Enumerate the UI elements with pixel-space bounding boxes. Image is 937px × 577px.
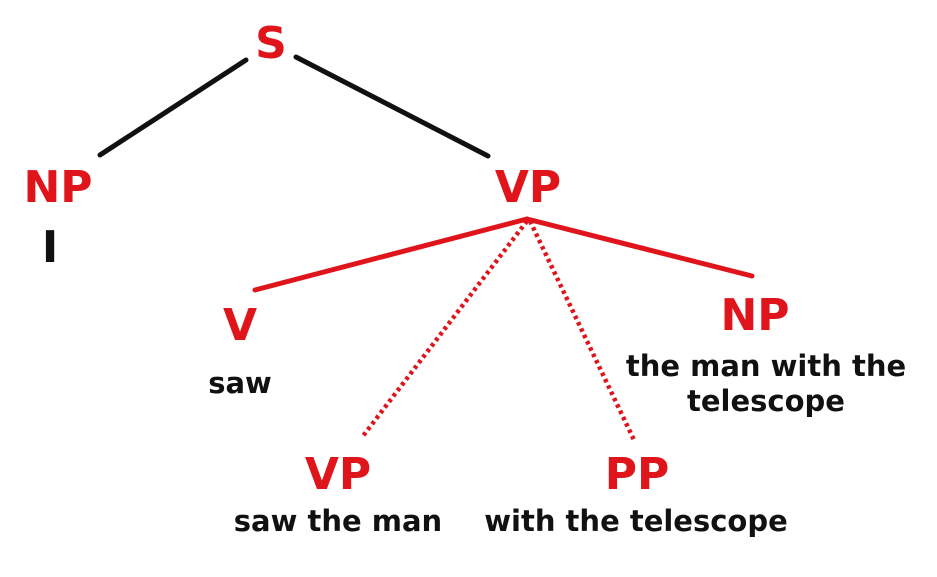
- node-alt-pp-word: with the telescope: [484, 504, 788, 538]
- edge-s-vp: [293, 54, 491, 159]
- node-subject-word: I: [41, 222, 59, 273]
- edge-vp-altvp: [361, 219, 529, 438]
- node-subject-np-label: NP: [23, 162, 93, 213]
- node-verb-label: V: [222, 300, 258, 351]
- edge-vp-v: [252, 216, 530, 293]
- edge-s-np: [97, 57, 249, 158]
- node-alt-pp-label: PP: [604, 449, 670, 500]
- node-s-label: S: [255, 18, 287, 69]
- node-alt-vp-label: VP: [304, 449, 372, 500]
- node-object-np-word: the man with the telescope: [625, 349, 907, 419]
- node-object-np-label: NP: [720, 290, 790, 341]
- node-alt-vp-word: saw the man: [233, 504, 443, 538]
- edge-vp-altpp: [527, 220, 637, 441]
- node-verb-word: saw: [208, 366, 272, 400]
- node-predicate-vp-label: VP: [494, 162, 562, 213]
- edge-vp-np: [524, 216, 755, 279]
